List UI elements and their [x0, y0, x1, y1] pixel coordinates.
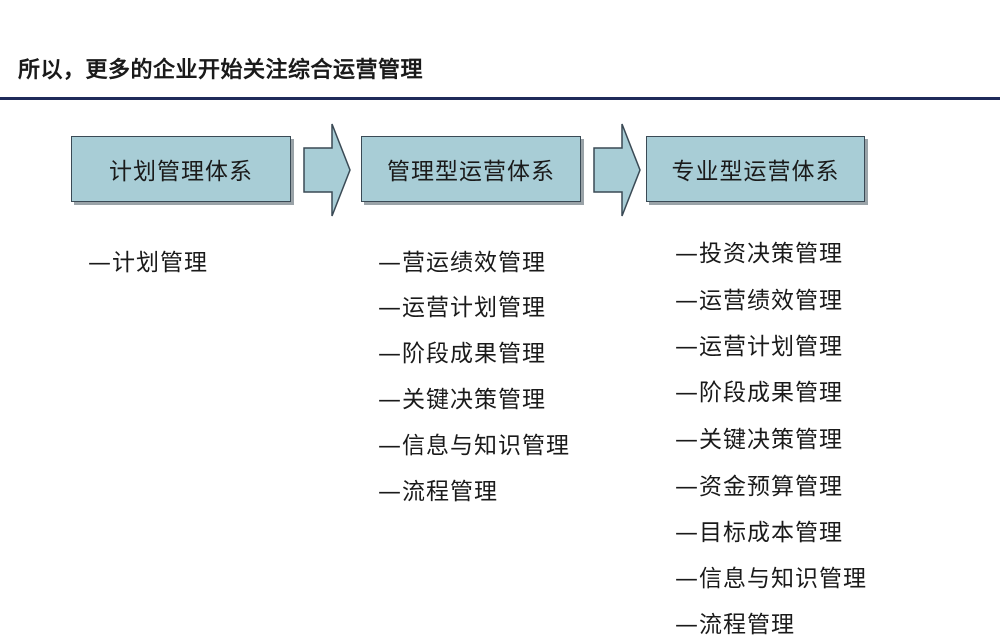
list-item: —关键决策管理	[675, 427, 843, 453]
list-item: —运营计划管理	[378, 295, 546, 321]
flow-arrow-1	[303, 123, 351, 217]
list-item: —信息与知识管理	[378, 433, 570, 459]
stage-box-planning: 计划管理体系	[71, 136, 291, 202]
stage-box-professional: 专业型运营体系	[646, 136, 865, 202]
stage-box-managerial: 管理型运营体系	[361, 136, 581, 202]
list-item: —投资决策管理	[675, 241, 843, 267]
list-item: —关键决策管理	[378, 387, 546, 413]
flow-arrow-2	[593, 123, 641, 217]
list-item: —运营计划管理	[675, 334, 843, 360]
list-item: —目标成本管理	[675, 520, 843, 546]
list-item: —运营绩效管理	[675, 288, 843, 314]
list-item: —信息与知识管理	[675, 566, 867, 592]
title-divider	[0, 97, 1000, 100]
list-item: —计划管理	[88, 250, 208, 276]
list-item: —阶段成果管理	[378, 341, 546, 367]
list-item: —流程管理	[675, 612, 795, 638]
list-item: —营运绩效管理	[378, 250, 546, 276]
list-item: —阶段成果管理	[675, 380, 843, 406]
page-title: 所以，更多的企业开始关注综合运营管理	[18, 58, 424, 83]
list-item: —流程管理	[378, 479, 498, 505]
list-item: —资金预算管理	[675, 474, 843, 500]
